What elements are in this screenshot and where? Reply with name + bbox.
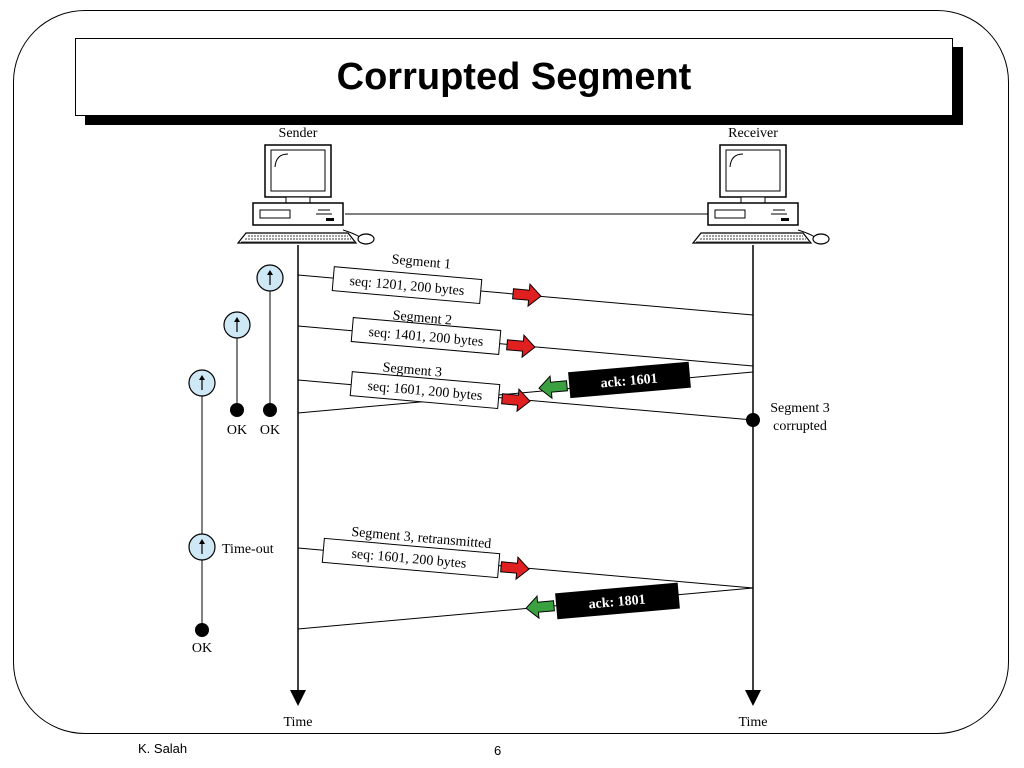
segment1-title: Segment 1	[391, 252, 452, 272]
ack1801-arrow-icon	[524, 594, 556, 620]
sender-time-arrowhead	[290, 690, 306, 706]
corrupted-label-line2: corrupted	[773, 419, 827, 434]
ack1601-box: ack: 1601	[568, 361, 691, 399]
segment1-arrow-icon	[511, 282, 543, 308]
timer1-ok-label: OK	[260, 423, 280, 438]
slide-frame	[13, 10, 1009, 734]
timer3-clock-icon	[188, 369, 216, 397]
ack1601-arrow-icon	[537, 374, 569, 400]
ack1801-line	[297, 587, 754, 630]
timer4-stop-dot	[195, 623, 209, 637]
segment1-box: seq: 1201, 200 bytes	[331, 266, 483, 305]
segment2-arrow-icon	[505, 333, 537, 359]
segment3-retransmit-arrow-icon	[499, 555, 531, 581]
footer-author: K. Salah	[138, 741, 188, 756]
receiver-computer-icon	[692, 144, 830, 245]
receiver-label: Receiver	[728, 126, 778, 141]
footer-page-number: 6	[494, 743, 502, 758]
timer2-clock-icon	[223, 311, 251, 339]
segment3-retransmit-box: seq: 1601, 200 bytes	[321, 537, 501, 579]
timer1-stop-dot	[263, 403, 277, 417]
timeout-label: Time-out	[222, 542, 274, 557]
timer2-stop-dot	[230, 403, 244, 417]
ack1601-label: ack: 1601	[600, 372, 658, 392]
corrupted-dot	[746, 413, 760, 427]
timer3-timeout-clock-icon	[188, 533, 216, 561]
sender-computer-icon	[237, 144, 375, 245]
title-box: Corrupted Segment	[75, 38, 953, 116]
timer4-ok-label: OK	[192, 641, 212, 656]
sender-time-label: Time	[283, 715, 312, 730]
timer1-clock-icon	[256, 264, 284, 292]
segment3-arrow-icon	[500, 387, 532, 413]
timer2-ok-label: OK	[227, 423, 247, 438]
segment3-box: seq: 1601, 200 bytes	[349, 371, 501, 410]
ack1801-box: ack: 1801	[555, 582, 680, 620]
slide-title: Corrupted Segment	[336, 55, 692, 98]
sender-label: Sender	[279, 126, 318, 141]
receiver-time-label: Time	[738, 715, 767, 730]
corrupted-label-line1: Segment 3	[770, 401, 830, 416]
ack1801-label: ack: 1801	[588, 593, 646, 613]
receiver-time-arrowhead	[745, 690, 761, 706]
